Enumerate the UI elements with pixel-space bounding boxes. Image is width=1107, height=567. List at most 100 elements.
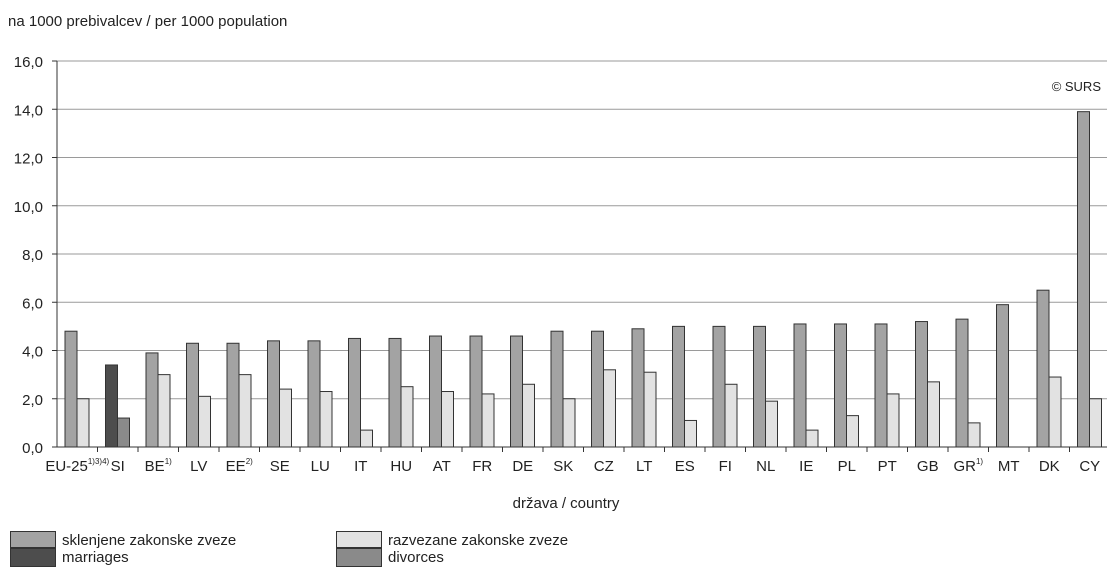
y-tick-label: 14,0: [14, 102, 43, 119]
bars: [64, 111, 1102, 448]
bar-divorces-cz: [603, 369, 616, 448]
bar-marriages-eu-25: [64, 330, 78, 448]
bar-marriages-fr: [469, 335, 483, 448]
bar-marriages-hu: [388, 337, 402, 448]
bar-divorces-gr: [967, 422, 981, 448]
bar-divorces-ie: [805, 429, 819, 448]
y-tick-label: 6,0: [22, 295, 43, 312]
bar-marriages-pl: [834, 323, 847, 448]
unit-label: na 1000 prebivalcev / per 1000 populatio…: [8, 13, 287, 30]
x-tick-label-at: AT: [433, 458, 451, 475]
bar-divorces-si: [117, 417, 130, 448]
x-tick-label-lu: LU: [311, 458, 330, 475]
x-tick-label-lt: LT: [636, 458, 652, 475]
bar-marriages-cz: [591, 330, 604, 448]
x-tick-label-gb: GB: [917, 458, 939, 475]
y-axis-ticks: 0,0 2,0 4,0 6,0 8,0 10,0 12,0 14,0 16,0: [14, 54, 57, 457]
bar-divorces-cy: [1089, 398, 1102, 448]
bar-marriages-si: [105, 364, 118, 448]
legend-swatch-marriages-top: [10, 531, 56, 548]
x-tick-label-ie: IE: [799, 458, 813, 475]
bar-marriages-be: [145, 352, 159, 448]
x-tick-label-gr: GR1): [953, 457, 983, 475]
x-tick-label-cy: CY: [1079, 458, 1100, 475]
bar-divorces-lt: [643, 371, 657, 448]
x-tick-label-ee: EE2): [226, 457, 253, 475]
bar-marriages-es: [672, 325, 685, 448]
bar-divorces-be: [157, 374, 171, 448]
x-tick-label-be: BE1): [145, 457, 172, 475]
bar-marriages-lt: [631, 328, 645, 448]
bar-marriages-de: [510, 335, 523, 448]
bar-marriages-dk: [1036, 289, 1050, 448]
x-axis-title: država / country: [513, 495, 620, 512]
legend-label-divorces-sl: razvezane zakonske zveze: [388, 532, 569, 549]
bar-divorces-se: [279, 388, 292, 448]
legend-label-marriages-sl: sklenjene zakonske zveze: [62, 532, 237, 549]
bar-divorces-it: [360, 429, 373, 448]
bar-divorces-sk: [562, 398, 576, 448]
bar-divorces-pt: [886, 393, 900, 448]
bar-marriages-ie: [793, 323, 807, 448]
bar-divorces-de: [522, 383, 535, 448]
bar-marriages-cy: [1077, 111, 1090, 448]
bar-divorces-hu: [400, 386, 414, 448]
y-tick-label: 2,0: [22, 392, 43, 409]
x-tick-label-sk: SK: [553, 458, 573, 475]
legend-swatch-divorces-top: [336, 531, 382, 548]
x-tick-label-se: SE: [270, 458, 290, 475]
bar-divorces-eu-25: [76, 398, 90, 448]
bar-divorces-pl: [846, 415, 859, 448]
bar-marriages-sk: [550, 330, 564, 448]
x-tick-label-lv: LV: [190, 458, 207, 475]
bar-divorces-fi: [724, 383, 738, 448]
legend-swatch-marriages-bottom: [10, 548, 56, 567]
bar-marriages-lv: [186, 342, 199, 448]
x-axis-ticks: EU-251)3)4)SI BE1) LV EE2) SE LU IT HU AT FR DE SK C…: [45, 447, 1100, 475]
y-tick-label: 4,0: [22, 344, 43, 361]
y-tick-label: 0,0: [22, 440, 43, 457]
x-tick-label-si: SI: [111, 458, 125, 475]
x-tick-label-eu-25: EU-251)3)4): [45, 457, 109, 475]
x-tick-label-pl: PL: [838, 458, 856, 475]
bar-divorces-ee: [238, 374, 252, 448]
copyright-label: © SURS: [1052, 79, 1102, 94]
x-tick-label-fr: FR: [472, 458, 492, 475]
y-tick-label: 10,0: [14, 199, 43, 216]
bar-divorces-gb: [927, 381, 940, 448]
bar-divorces-lv: [198, 395, 211, 448]
bar-divorces-at: [441, 391, 454, 448]
y-tick-label: 8,0: [22, 247, 43, 264]
bar-marriages-gr: [955, 318, 969, 448]
bar-divorces-nl: [765, 400, 778, 448]
x-tick-label-mt: MT: [998, 458, 1020, 475]
bar-marriages-at: [429, 335, 442, 448]
y-tick-label: 16,0: [14, 54, 43, 71]
bar-divorces-dk: [1048, 376, 1062, 448]
legend-swatch-divorces-bottom: [336, 548, 382, 567]
x-tick-label-es: ES: [675, 458, 695, 475]
bar-marriages-lu: [307, 340, 321, 448]
bar-divorces-fr: [481, 393, 495, 448]
bar-marriages-se: [267, 340, 280, 448]
bar-marriages-it: [348, 337, 361, 448]
bar-divorces-es: [684, 419, 697, 448]
x-tick-label-cz: CZ: [594, 458, 614, 475]
bar-divorces-lu: [319, 391, 333, 448]
x-tick-label-hu: HU: [390, 458, 412, 475]
y-tick-label: 12,0: [14, 151, 43, 168]
legend-label-divorces-en: divorces: [388, 549, 444, 566]
grid-lines: [57, 60, 1107, 400]
bar-marriages-mt: [996, 304, 1009, 448]
x-tick-label-it: IT: [354, 458, 367, 475]
bar-chart: na 1000 prebivalcev / per 1000 populatio…: [8, 13, 1107, 512]
x-tick-label-pt: PT: [878, 458, 897, 475]
x-tick-label-fi: FI: [719, 458, 732, 475]
x-tick-label-nl: NL: [756, 458, 775, 475]
x-tick-label-dk: DK: [1039, 458, 1060, 475]
legend-label-marriages-en: marriages: [62, 549, 129, 566]
bar-marriages-ee: [226, 342, 240, 448]
bar-marriages-nl: [753, 325, 766, 448]
x-tick-label-de: DE: [512, 458, 533, 475]
bar-marriages-fi: [712, 325, 726, 448]
